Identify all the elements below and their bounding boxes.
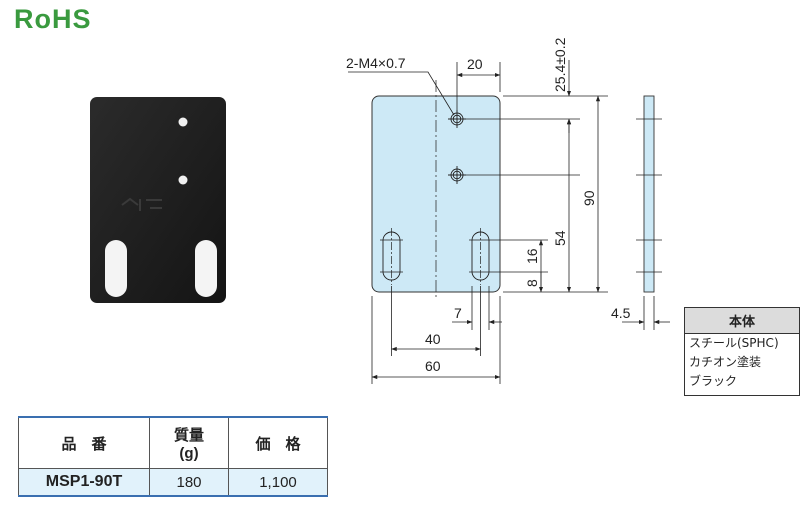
mounting-slot [469,228,492,285]
dim-20-label: 20 [467,56,483,72]
dim-40-label: 40 [425,331,441,347]
dim-7-label: 7 [454,305,462,321]
header-mass: 質量 (g) [149,416,229,469]
mass-cell: 180 [149,468,229,497]
front-view [371,80,501,300]
dim-8-label: 8 [524,279,540,287]
dim-45-label: 4.5 [611,305,631,321]
embossed-mark [121,197,162,211]
part-no-cell: MSP1-90T [18,468,150,497]
side-view [622,95,670,330]
header-mass-unit: (g) [179,445,199,462]
product-photo [90,97,226,303]
mounting-slot [380,228,403,285]
thread-spec-label: 2-M4×0.7 [346,55,406,71]
spec-table: 品 番 質量 (g) 価 格 MSP1-90T 180 1,100 [18,416,328,497]
material-line: ブラック [689,374,738,388]
table-row: MSP1-90T 180 1,100 [18,468,328,497]
material-line: スチール(SPHC) [689,336,779,350]
dim-16-label: 16 [524,248,540,264]
header-part-no: 品 番 [18,416,150,469]
dim-54-label: 54 [552,230,568,246]
tapped-hole [448,166,466,184]
tapped-hole [448,110,466,128]
dim-90-label: 90 [581,190,597,206]
header-price: 価 格 [228,416,328,469]
header-mass-label: 質量 [173,427,204,444]
dim-25-label: 25.4±0.2 [552,37,568,92]
price-cell: 1,100 [228,468,328,497]
dim-60-label: 60 [425,358,441,374]
material-box: 本体 スチール(SPHC) カチオン塗装 ブラック [684,307,800,396]
material-line: カチオン塗装 [689,355,762,369]
rohs-logo: RoHS [14,4,92,34]
dimension-lines [348,60,608,384]
material-header: 本体 [685,308,799,334]
